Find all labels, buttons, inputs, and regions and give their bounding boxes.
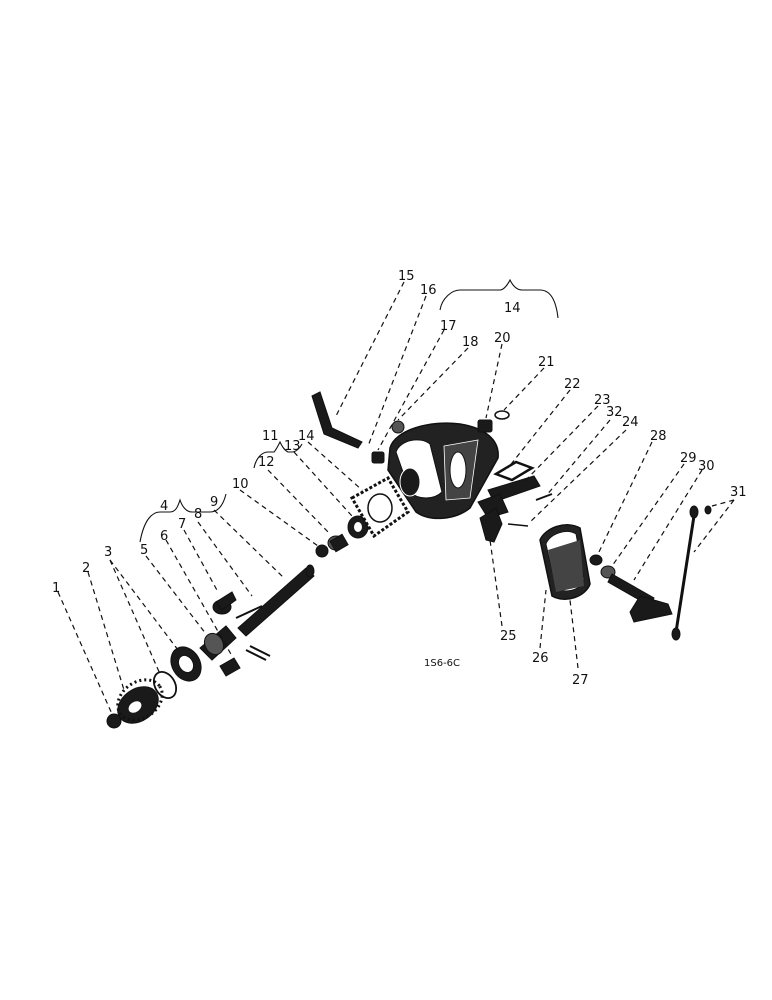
part-22-bracket (493, 460, 535, 482)
callout-6: 6 (160, 529, 168, 544)
callout-21: 21 (538, 355, 555, 370)
callout-16: 16 (420, 283, 437, 298)
callout-11: 11 (262, 429, 279, 444)
part-26-27-cover (539, 524, 591, 600)
part-30-pedal (607, 573, 673, 623)
part-14-housing (387, 422, 499, 520)
callout-8: 8 (194, 507, 202, 522)
part-13-bearing (347, 515, 369, 539)
reference-code: 1S6-6C (424, 658, 460, 669)
callout-24: 24 (622, 415, 639, 430)
callout-2: 2 (82, 561, 90, 576)
part-bearing (170, 646, 202, 682)
callout-13: 13 (284, 439, 301, 454)
callout-3: 3 (104, 545, 112, 560)
callout-5: 5 (140, 543, 148, 558)
bracket-11 (253, 440, 303, 469)
part-25-lever (479, 507, 503, 543)
callout-23: 23 (594, 393, 611, 408)
bracket-4 (139, 493, 227, 543)
callout-25: 25 (500, 629, 517, 644)
callout-14-gasket: 14 (298, 429, 315, 444)
part-15-rod (311, 391, 363, 449)
part-16-18-plugs (371, 410, 510, 464)
part-14-gasket (349, 475, 410, 539)
leader-lines (57, 281, 735, 715)
callout-22: 22 (564, 377, 581, 392)
part-9-shaft (237, 564, 315, 637)
part-1-nut (106, 713, 122, 729)
callout-29: 29 (680, 451, 697, 466)
part-3-snap-ring (152, 670, 178, 700)
parts-layer (106, 391, 712, 729)
part-31-rod (671, 505, 712, 641)
bracket-14-top (439, 278, 559, 319)
callout-14-housing: 14 (504, 301, 521, 316)
part-5-6-shaft-assembly (199, 591, 241, 677)
callout-31: 31 (730, 485, 747, 500)
callout-18: 18 (462, 335, 479, 350)
group-brackets (139, 278, 559, 543)
part-23-24-linkage (477, 475, 553, 527)
callout-26: 26 (532, 651, 549, 666)
callout-20: 20 (494, 331, 511, 346)
callout-32: 32 (606, 405, 623, 420)
callout-15: 15 (398, 269, 415, 284)
part-11-12-washers (315, 533, 349, 558)
part-2-gear (116, 678, 164, 724)
callout-1: 1 (52, 581, 60, 596)
callout-10: 10 (232, 477, 249, 492)
callout-9: 9 (210, 495, 218, 510)
callout-4: 4 (160, 499, 168, 514)
callout-labels: 1 2 3 4 5 6 7 8 9 10 11 12 13 14 14 15 1… (52, 269, 747, 688)
callout-30: 30 (698, 459, 715, 474)
callout-12: 12 (258, 455, 275, 470)
callout-17: 17 (440, 319, 457, 334)
callout-7: 7 (178, 517, 186, 532)
callout-27: 27 (572, 673, 589, 688)
callout-28: 28 (650, 429, 667, 444)
part-7-8-pins (235, 605, 271, 661)
